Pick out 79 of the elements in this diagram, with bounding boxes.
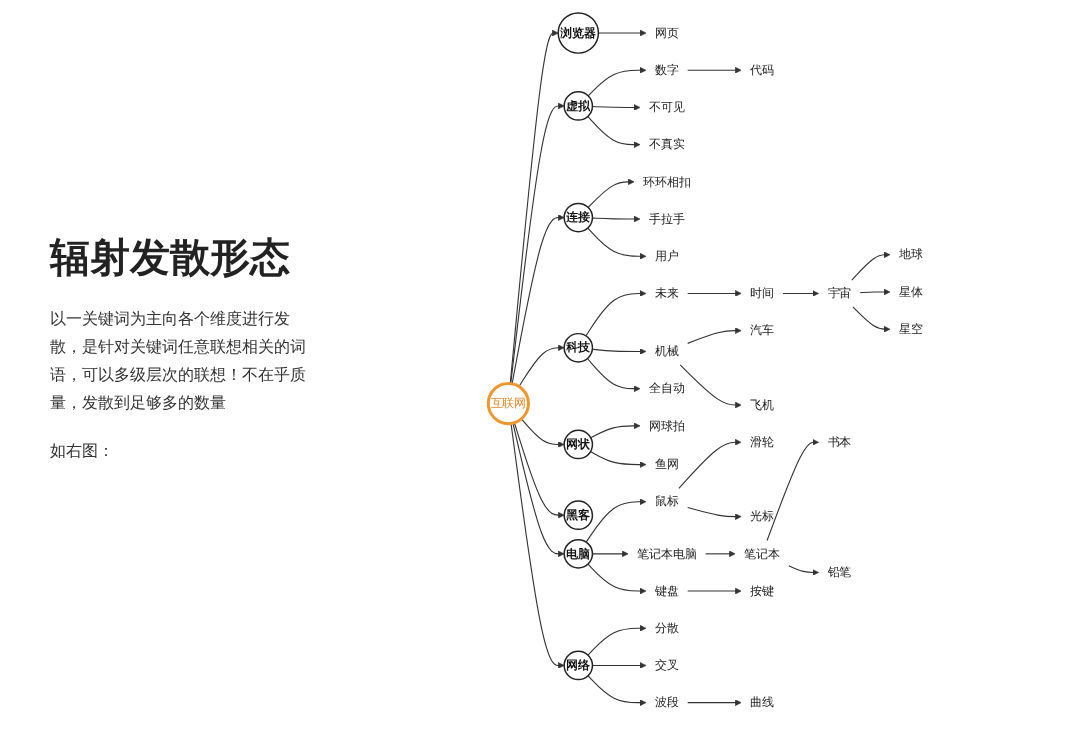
node-text: 键盘 bbox=[654, 583, 679, 598]
node-text: 不真实 bbox=[648, 137, 685, 152]
node-circle: 网络 bbox=[563, 650, 594, 681]
node-text: 网球拍 bbox=[648, 418, 685, 433]
arrow bbox=[851, 251, 891, 281]
arrow bbox=[510, 102, 565, 385]
arrow bbox=[585, 498, 647, 543]
node-circle: 黑客 bbox=[563, 500, 594, 531]
node-text: 星体 bbox=[898, 284, 923, 299]
title: 辐射发散形态 bbox=[50, 233, 291, 282]
arrow bbox=[687, 327, 742, 344]
node-text: 时间 bbox=[750, 286, 774, 301]
arrow bbox=[687, 587, 742, 595]
node-text: 光标 bbox=[750, 509, 774, 524]
arrow bbox=[687, 290, 742, 297]
arrow bbox=[587, 115, 641, 148]
arrow bbox=[511, 214, 565, 385]
node-text: 手拉手 bbox=[648, 211, 685, 226]
arrow bbox=[513, 422, 565, 519]
node-text: 不可见 bbox=[648, 100, 685, 115]
arrow bbox=[852, 306, 891, 333]
arrow bbox=[782, 290, 819, 297]
node-text: 波段 bbox=[654, 695, 679, 710]
node-text: 铅笔 bbox=[827, 565, 852, 580]
arrow bbox=[788, 565, 819, 576]
node-circle: 电脑 bbox=[563, 538, 594, 569]
node-text: 汽车 bbox=[750, 323, 774, 338]
arrow bbox=[587, 66, 647, 97]
node-text: 分散 bbox=[654, 620, 679, 635]
node-text: 曲线 bbox=[750, 695, 774, 710]
node-text: 机械 bbox=[654, 344, 679, 359]
arrow bbox=[587, 675, 647, 706]
node-text: 未来 bbox=[654, 286, 679, 301]
node-text: 交叉 bbox=[654, 658, 679, 673]
node-text: 飞机 bbox=[750, 397, 774, 412]
note-text: 如右图： bbox=[50, 440, 115, 462]
node-text: 数字 bbox=[654, 62, 679, 77]
node-text: 全自动 bbox=[648, 381, 685, 396]
arrow bbox=[590, 422, 641, 439]
node-circle: 浏览器 bbox=[557, 12, 600, 54]
node-text: 滑轮 bbox=[750, 434, 774, 449]
arrow bbox=[587, 563, 647, 595]
arrow bbox=[687, 66, 742, 74]
node-circle: 虚拟 bbox=[563, 91, 594, 121]
node-circle: 连接 bbox=[563, 202, 594, 233]
node-text: 宇宙 bbox=[827, 286, 852, 301]
arrow bbox=[585, 290, 647, 337]
arrow bbox=[587, 227, 647, 260]
note-text: 以一关键词为主向各个维度进行发散，是针对关键词任意联想相关的词语，可以多级层次的联想！不在乎质量，发散到足够多的数量 bbox=[50, 308, 307, 414]
node-text: 环环相扣 bbox=[643, 174, 691, 189]
arrow bbox=[520, 418, 565, 448]
arrow bbox=[679, 364, 742, 409]
arrow bbox=[705, 550, 736, 558]
node-circle: 网状 bbox=[563, 429, 594, 460]
arrow bbox=[518, 344, 565, 388]
arrow bbox=[766, 439, 819, 541]
node-text: 代码 bbox=[750, 62, 774, 77]
node-text: 地球 bbox=[898, 247, 923, 262]
node-text: 星空 bbox=[898, 321, 923, 336]
node-circle: 科技 bbox=[563, 332, 594, 363]
node-text: 按键 bbox=[750, 583, 774, 598]
arrow bbox=[859, 288, 891, 296]
node-circle: 互联网 bbox=[486, 382, 530, 426]
arrow bbox=[587, 625, 647, 656]
node-text: 笔记本电脑 bbox=[637, 546, 697, 561]
node-text: 笔记本 bbox=[744, 546, 780, 561]
arrow bbox=[687, 699, 742, 706]
node-text: 书本 bbox=[827, 434, 852, 449]
node-text: 鼠标 bbox=[654, 494, 679, 509]
arrow bbox=[590, 450, 647, 468]
arrow bbox=[586, 357, 641, 392]
node-text: 用户 bbox=[654, 248, 679, 263]
arrow bbox=[678, 439, 742, 489]
node-text: 鱼网 bbox=[654, 457, 679, 472]
arrow bbox=[510, 422, 565, 669]
arrow bbox=[512, 422, 565, 558]
arrow bbox=[687, 507, 742, 520]
node-text: 网页 bbox=[654, 25, 679, 40]
arrow bbox=[587, 178, 635, 208]
